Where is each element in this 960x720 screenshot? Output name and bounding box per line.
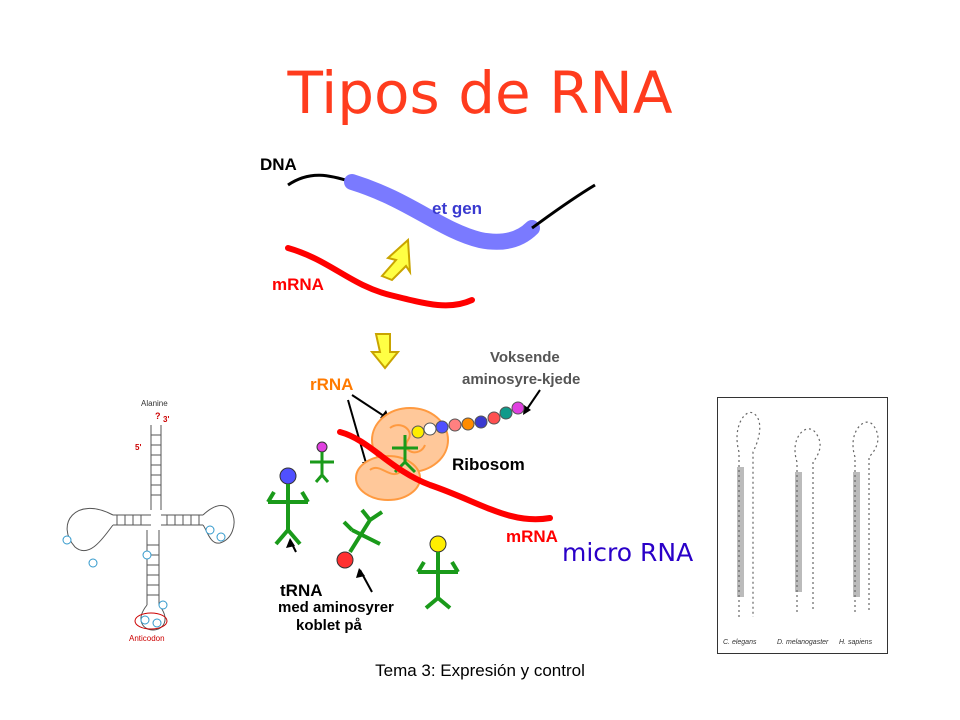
dna-strand-end <box>531 183 596 230</box>
species-label-2: H. sapiens <box>839 639 873 646</box>
translation-arrow <box>369 333 401 370</box>
trna-cloverleaf-diagram: Alanine ? 3' 5' Anticodon <box>62 399 235 643</box>
rna-types-diagram: DNA et gen mRNA rRNA Voksende aminosyre-… <box>260 155 596 634</box>
anticodon-label: Anticodon <box>129 634 165 643</box>
mrna-bottom-strand <box>337 429 553 523</box>
mrna-top-strand <box>285 245 475 309</box>
mrna-top-label: mRNA <box>272 275 324 294</box>
trna-in-ribosome <box>392 435 418 474</box>
rrna-label: rRNA <box>310 375 353 394</box>
micro-rna-hairpins-panel: C. elegans D. melanogaster H. sapiens <box>717 397 888 654</box>
slide-footer: Tema 3: Expresión y control <box>375 661 585 680</box>
amino-acid-chain <box>411 401 525 439</box>
anticodon-highlight <box>134 612 168 630</box>
trna-caption-line1: med aminosyrer <box>278 599 394 616</box>
trna-label: tRNA <box>280 581 323 600</box>
dna-label: DNA <box>260 155 297 174</box>
free-trna-4 <box>416 535 460 610</box>
transcription-arrow <box>380 237 412 282</box>
svg-text:?: ? <box>155 411 161 421</box>
alanine-label: Alanine <box>141 399 168 408</box>
ribosome-label: Ribosom <box>452 455 525 474</box>
slide-title: Tipos de RNA <box>287 59 673 127</box>
gene-segment <box>344 174 540 250</box>
three-prime-label: 3' <box>163 415 169 424</box>
free-trna-3 <box>336 508 384 569</box>
chain-label-line2: aminosyre-kjede <box>462 371 580 388</box>
dna-strand <box>287 173 353 187</box>
micro-rna-label: micro RNA <box>562 538 694 567</box>
chain-label-line1: Voksende <box>490 349 560 366</box>
free-trna-1 <box>266 467 310 546</box>
species-label-1: D. melanogaster <box>777 639 829 646</box>
mrna-bottom-label: mRNA <box>506 527 558 546</box>
species-label-0: C. elegans <box>723 639 757 646</box>
free-trna-2 <box>310 441 334 483</box>
five-prime-label: 5' <box>135 443 141 452</box>
gene-label: et gen <box>432 199 482 218</box>
trna-caption-line2: koblet på <box>296 617 363 634</box>
